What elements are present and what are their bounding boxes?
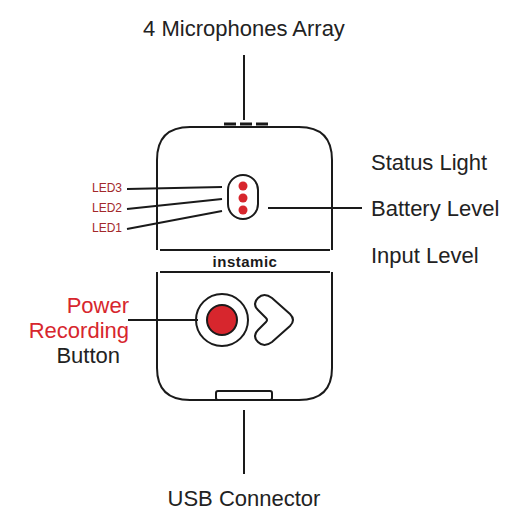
- part-label: Button: [56, 343, 120, 368]
- brand-logo: instamic: [213, 253, 278, 270]
- leader-line: [127, 187, 222, 189]
- part-label: Power Recording: [4, 293, 129, 343]
- part-label: Input Level: [371, 243, 479, 268]
- leader-line: [128, 319, 198, 321]
- part-label: USB Connector: [168, 486, 321, 511]
- leader-line: [243, 410, 245, 474]
- leader-line: [243, 55, 245, 120]
- usb-port: [216, 391, 272, 400]
- led-label: LED2: [92, 201, 122, 216]
- led-dot: [239, 194, 248, 203]
- record-button: [207, 305, 237, 335]
- led-label: LED1: [92, 221, 122, 236]
- leader-line: [127, 211, 222, 229]
- device-top-housing: [157, 127, 332, 250]
- leader-line: [268, 207, 362, 209]
- part-label: 4 Microphones Array: [143, 16, 345, 41]
- button-ring: [196, 294, 248, 346]
- part-label: Status Light: [371, 150, 487, 175]
- led-label: LED3: [92, 181, 122, 196]
- led-dot: [239, 182, 248, 191]
- led-housing: [228, 175, 258, 219]
- logo-band: instamic: [161, 251, 329, 271]
- chevron-symbol: [255, 295, 293, 345]
- led-dot: [239, 206, 248, 215]
- part-label: Battery Level: [371, 196, 499, 221]
- device-bottom-housing: [157, 272, 332, 400]
- device-band: [160, 250, 330, 272]
- leader-line: [127, 199, 222, 209]
- microphone-slots: [224, 123, 268, 126]
